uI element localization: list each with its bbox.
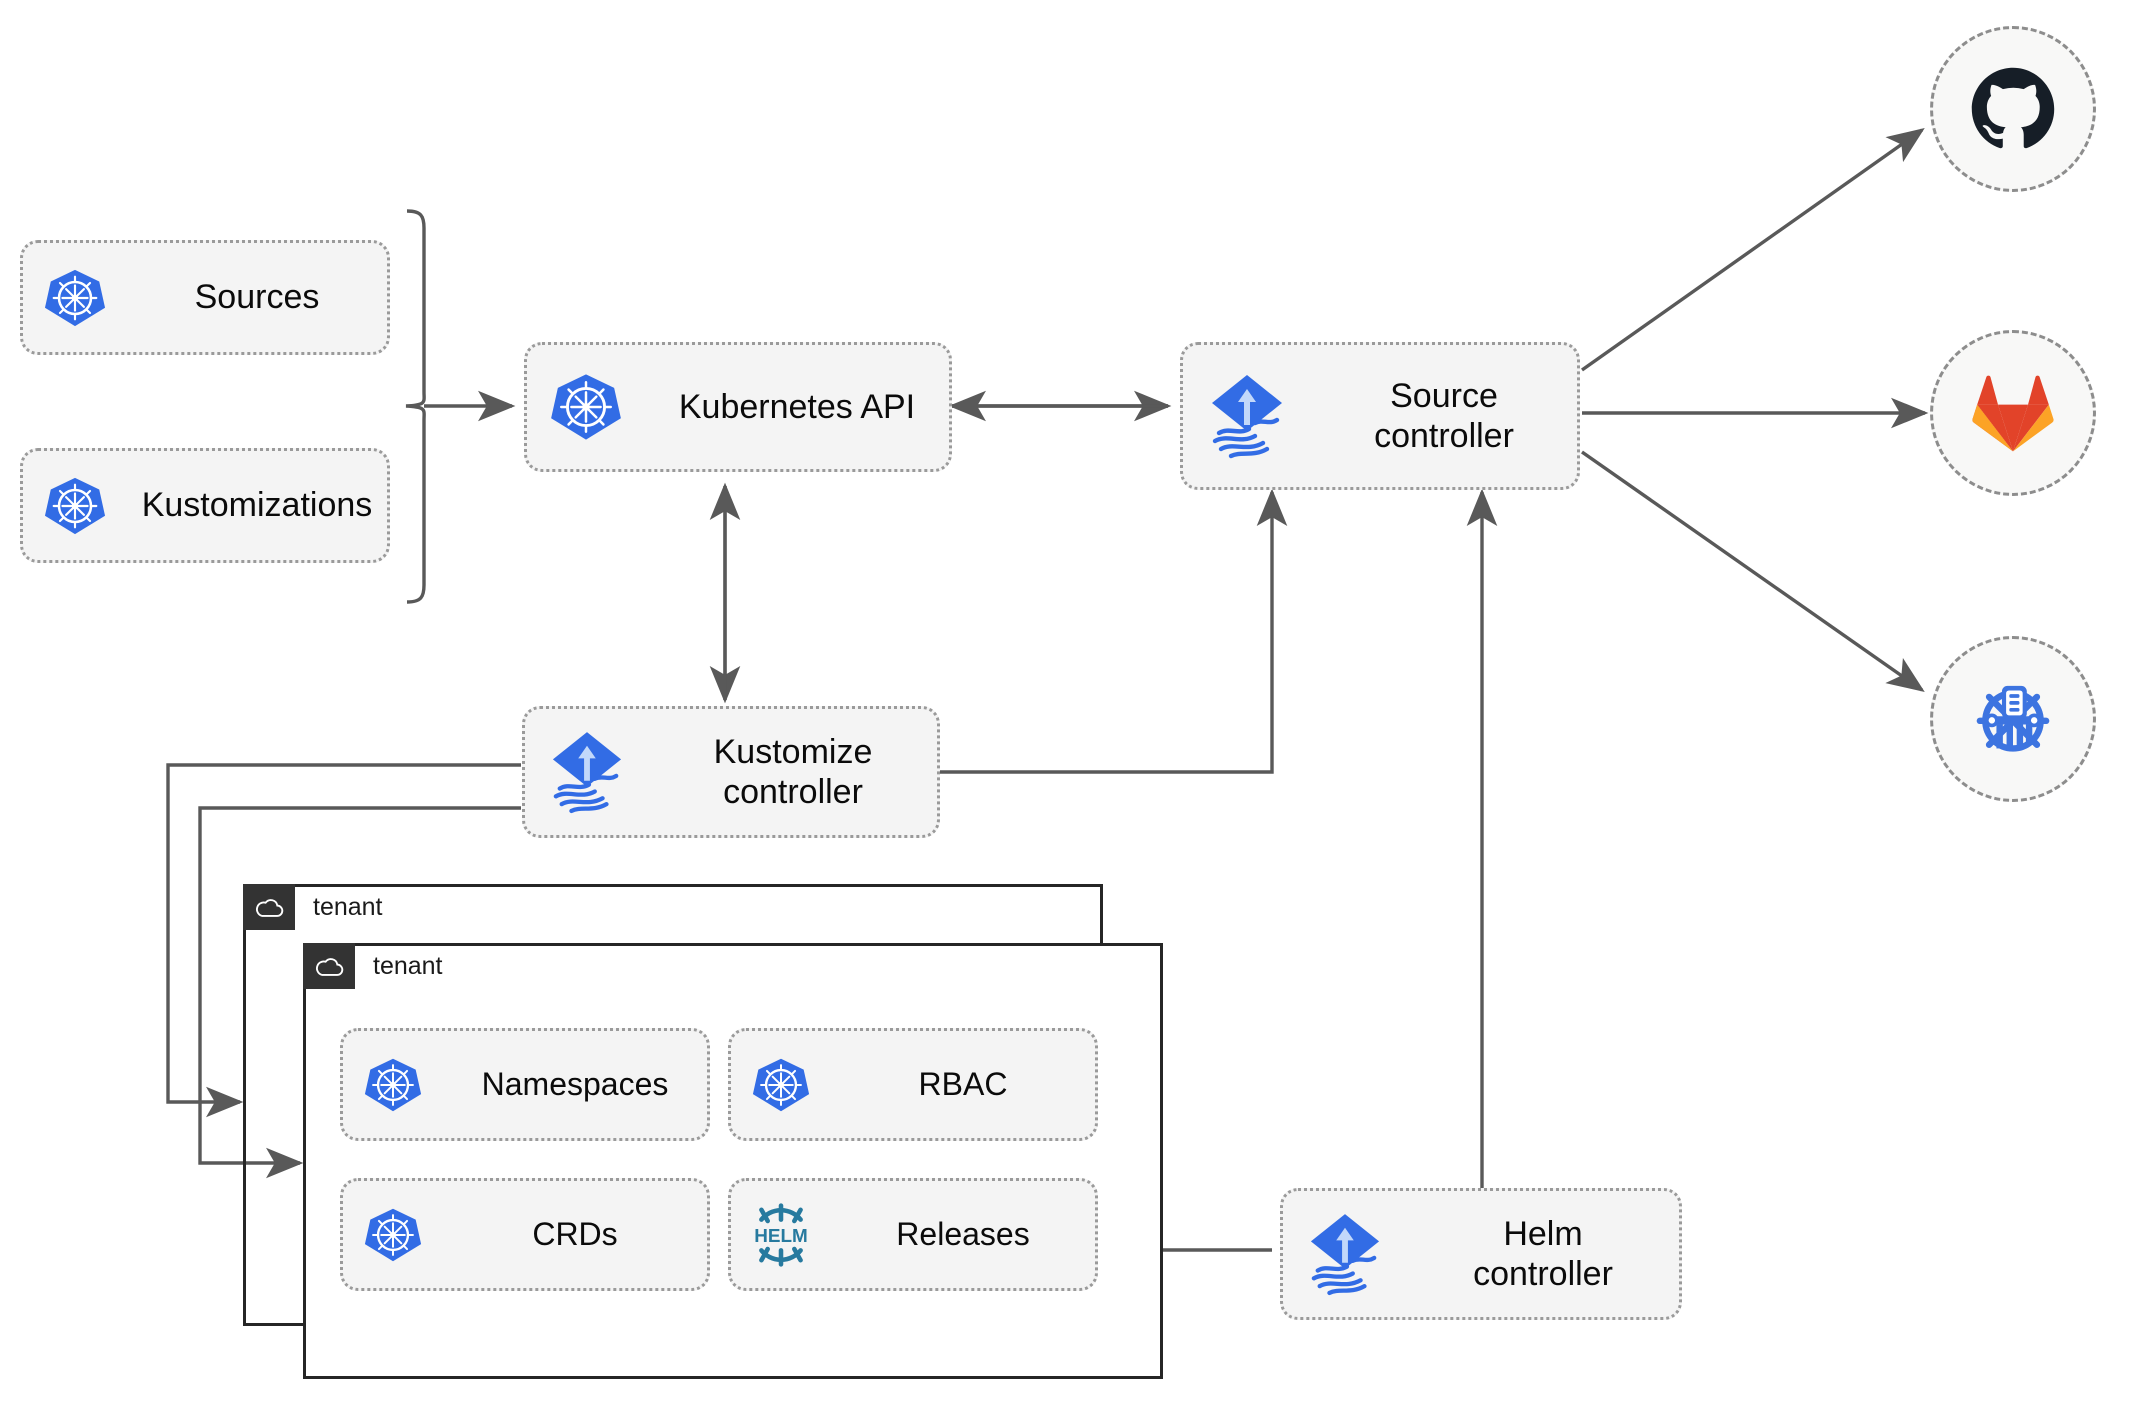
card-label: Releases	[896, 1215, 1030, 1252]
kubernetes-icon	[527, 371, 645, 443]
endpoint-gitlab[interactable]	[1930, 330, 2096, 496]
kubernetes-icon	[731, 1056, 831, 1114]
tenant-header-outer: tenant	[243, 884, 1103, 930]
endpoint-github[interactable]	[1930, 26, 2096, 192]
cloud-icon	[243, 884, 295, 930]
card-label: Sources	[194, 278, 320, 317]
arrow-source-to-github	[1581, 128, 1925, 372]
tenant-box-inner	[303, 943, 1163, 1379]
flux-icon	[1183, 373, 1311, 459]
endpoint-helm-repository[interactable]	[1930, 636, 2096, 802]
kubernetes-icon	[343, 1206, 443, 1264]
github-icon	[1971, 67, 2055, 149]
card-label: Helm controller	[1473, 1214, 1613, 1293]
tenant-name: tenant	[373, 951, 443, 980]
card-kustomizations[interactable]: Kustomizations	[20, 448, 390, 563]
cloud-icon	[303, 943, 355, 989]
card-label: Source controller	[1374, 376, 1514, 455]
card-label: Kustomizations	[141, 486, 373, 525]
helm-repository-icon	[1976, 685, 2050, 752]
svg-text:HELM: HELM	[754, 1226, 808, 1247]
card-label: Namespaces	[481, 1065, 669, 1102]
card-label: RBAC	[918, 1065, 1008, 1102]
card-releases[interactable]: HELM Releases	[728, 1178, 1098, 1291]
card-sources[interactable]: Sources	[20, 240, 390, 355]
card-label: CRDs	[532, 1215, 618, 1252]
kubernetes-icon	[343, 1056, 443, 1114]
arrow-kustomize-to-source	[940, 488, 1288, 774]
card-source-controller[interactable]: Source controller	[1180, 342, 1580, 490]
card-rbac[interactable]: RBAC	[728, 1028, 1098, 1141]
card-label: Kustomize controller	[713, 732, 873, 811]
card-helm-controller[interactable]: Helm controller	[1280, 1188, 1682, 1320]
tenant-header-inner: tenant	[303, 943, 1163, 989]
flux-icon	[525, 730, 649, 814]
tenant-name: tenant	[313, 892, 383, 921]
card-kustomize-controller[interactable]: Kustomize controller	[522, 706, 940, 838]
kubernetes-icon	[23, 267, 127, 329]
kubernetes-icon	[23, 475, 127, 537]
arrow-source-to-helm-repo	[1581, 450, 1925, 692]
helm-icon: HELM	[731, 1200, 831, 1270]
card-kubernetes-api[interactable]: Kubernetes API	[524, 342, 952, 472]
flux-icon	[1283, 1212, 1407, 1296]
card-crds[interactable]: CRDs	[340, 1178, 710, 1291]
resources-bracket	[405, 209, 426, 604]
card-namespaces[interactable]: Namespaces	[340, 1028, 710, 1141]
gitlab-icon	[1972, 375, 2054, 452]
card-label: Kubernetes API	[678, 387, 916, 426]
